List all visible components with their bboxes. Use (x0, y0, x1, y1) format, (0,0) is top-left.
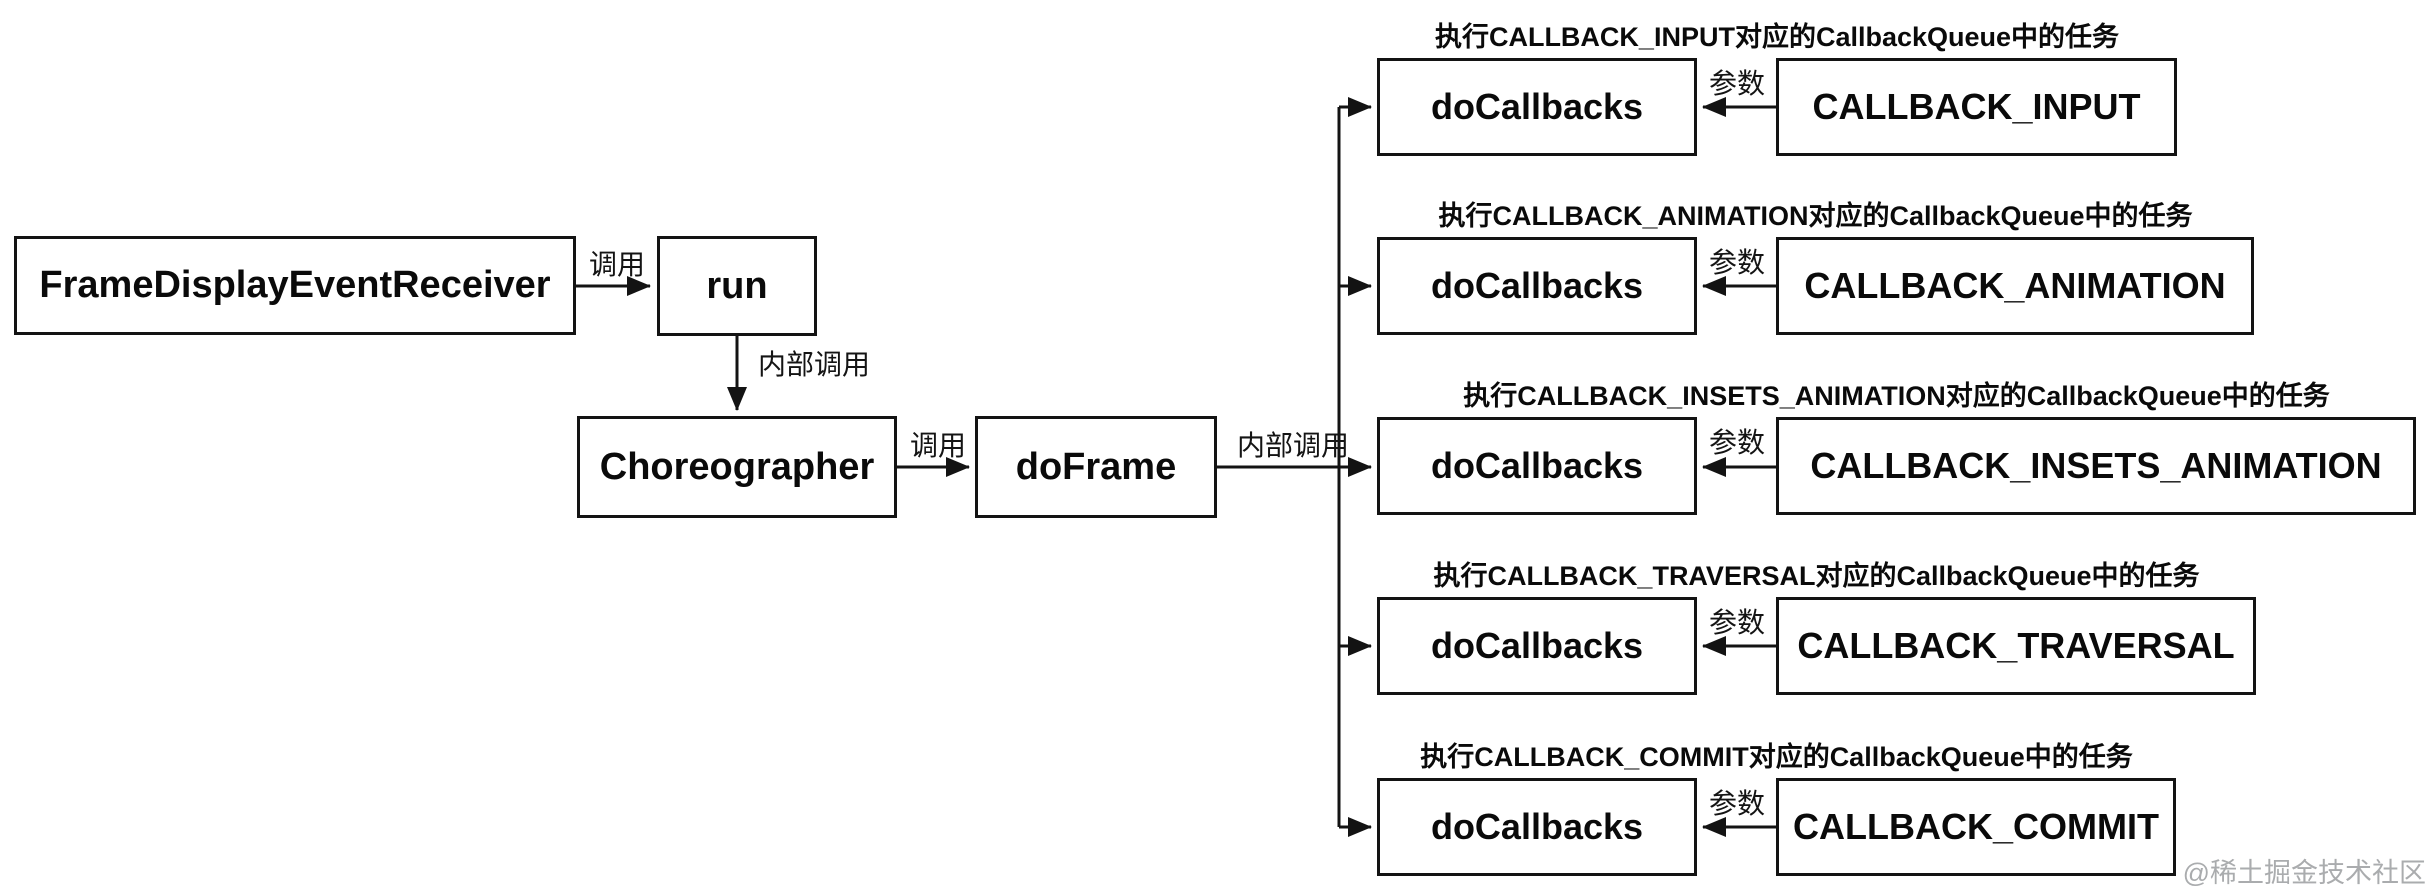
edge-label-internal-call-1: 内部调用 (757, 349, 870, 380)
node-callback-input: CALLBACK_INPUT (1776, 58, 2177, 156)
node-docallbacks-insets-animation: doCallbacks (1377, 417, 1697, 515)
node-docallbacks-input: doCallbacks (1377, 58, 1697, 156)
node-callback-animation: CALLBACK_ANIMATION (1776, 237, 2254, 335)
edge-label-call-2: 调用 (909, 430, 966, 461)
node-docallbacks-commit: doCallbacks (1377, 778, 1697, 876)
row-caption-commit: 执行CALLBACK_COMMIT对应的CallbackQueue中的任务 (1420, 742, 2133, 772)
edge-label-param-animation: 参数 (1708, 247, 1765, 278)
node-frame-display-event-receiver: FrameDisplayEventReceiver (14, 236, 576, 335)
node-docallbacks-traversal: doCallbacks (1377, 597, 1697, 695)
node-choreographer: Choreographer (577, 416, 897, 518)
edge-label-param-traversal: 参数 (1708, 607, 1765, 638)
node-doframe: doFrame (975, 416, 1217, 518)
edge-label-param-commit: 参数 (1708, 788, 1765, 819)
juejin-watermark: @稀土掘金技术社区 (2182, 858, 2426, 888)
row-caption-input: 执行CALLBACK_INPUT对应的CallbackQueue中的任务 (1434, 22, 2120, 52)
node-callback-commit: CALLBACK_COMMIT (1776, 778, 2176, 876)
row-caption-animation: 执行CALLBACK_ANIMATION对应的CallbackQueue中的任务 (1438, 201, 2193, 231)
edge-label-internal-call-2: 内部调用 (1236, 430, 1349, 461)
edge-label-param-insets-animation: 参数 (1708, 427, 1765, 458)
row-caption-insets-animation: 执行CALLBACK_INSETS_ANIMATION对应的CallbackQu… (1463, 381, 2330, 411)
node-run: run (657, 236, 817, 336)
node-callback-traversal: CALLBACK_TRAVERSAL (1776, 597, 2256, 695)
edge-label-param-input: 参数 (1708, 68, 1765, 99)
edge-label-call-1: 调用 (588, 249, 645, 280)
node-docallbacks-animation: doCallbacks (1377, 237, 1697, 335)
row-caption-traversal: 执行CALLBACK_TRAVERSAL对应的CallbackQueue中的任务 (1433, 561, 2200, 591)
node-callback-insets-animation: CALLBACK_INSETS_ANIMATION (1776, 417, 2416, 515)
